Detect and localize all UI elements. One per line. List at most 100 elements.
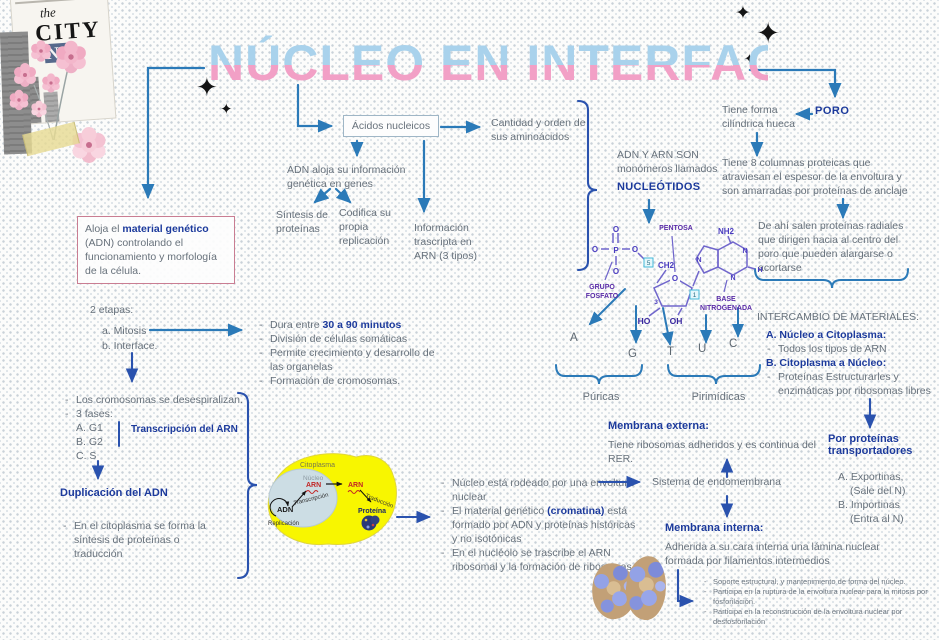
traduccion-item: En el citoplasma se forma la síntesis de… [62,519,224,561]
lamina-item: Participa en la reconstrucción de la env… [703,607,938,627]
nucleotidos-heading: NUCLEÓTIDOS [617,181,701,193]
membrana-interna-text: Adherida a su cara interna una lámina nu… [665,541,880,568]
nucleo-item-text: está formado por ADN y proteínas históri… [452,505,636,546]
atom-n: N [696,257,701,264]
acidos-nucleicos-box: Ácidos nucleicos [343,115,439,137]
cell-nucleo-label: Núcleo [303,475,324,482]
cell-arn-label: ARN [348,482,363,489]
lamina-item: Soporte estructural, y mantenimiento de … [703,577,938,587]
exportinas: A. Exportinas, [838,471,904,483]
nucleotide-structure-diagram: O P O O O CH2 O 3 NH2 N N N H 5 1 HO OH … [586,225,763,326]
duplicacion-heading: Duplicación del ADN [60,487,168,499]
base-letter-u: U [698,343,707,355]
base-letter-a: A [570,332,578,344]
intercambio-b-title: B. Citoplasma a Núcleo: [766,357,887,370]
atom-o: O [632,245,638,254]
flower-icon [20,70,30,80]
atom-n: N [730,275,735,282]
atom-o: O [592,245,598,254]
cell-arn-label: ARN [306,482,321,489]
royal-arrows [91,99,877,608]
atom-oh: OH [670,316,683,326]
genetic-box-bold: material genético [122,223,209,235]
puricas-label: Púricas [582,391,620,403]
transportadores-heading: Por proteínas transportadores [828,433,913,457]
transportadores-list: A. Exportinas, (Sale del N) B. Importina… [838,470,938,526]
atom-o: O [672,274,678,283]
list-item: División de células somáticas [258,332,446,346]
carbon-number-boxes: 5 1 [643,257,700,300]
cell-citoplasma-label: Citoplasma [300,462,335,469]
sparkle-icon: ✦ [744,52,755,65]
base-letter-g: G [628,348,637,360]
poro-radiales-text: De ahí salen proteínas radiales que diri… [758,220,904,275]
grupo-fosfato-label: FOSFATO [586,293,619,300]
base-letter-c: C [729,338,738,350]
nucleo-item-text: El material genético [452,505,548,518]
genetic-material-box: Aloja el material genético (ADN) control… [77,216,235,285]
traduccion-arrow [359,489,372,503]
fase-s: C. S [76,450,97,463]
transcripcion-note: Transcripción del ARN [131,424,238,435]
page-title: NÚCLEO EN INTERFACE [208,32,818,94]
etapa-mitosis: a. Mitosis [102,325,147,337]
proteina-blob [361,515,380,531]
fase-g2: B. G2 [76,436,103,449]
cell-adn-label: ADN [277,505,293,514]
nucleo-item: El material genético (cromatina) está fo… [440,504,636,546]
mitosis-list: Dura entre 30 a 90 minutos División de c… [258,318,446,388]
atom-n: N [742,248,747,255]
replicacion-arrow [269,498,290,517]
interface-fases-block: Los cromosomas se desespiralizan. 3 fase… [64,393,254,463]
etapas-heading: 2 etapas: [90,304,134,316]
endomembrana-text: Sistema de endomembrana [652,476,781,488]
cell-replicacion-label: Replicación [268,521,299,527]
atom-o: O [613,267,619,276]
poro-heading: PORO [815,105,850,117]
atom-ho: HO [638,316,651,326]
nucleotidos-intro: ADN Y ARN SON monómeros llamados [617,148,732,176]
list-item: Permite crecimiento y desarrollo de las … [258,346,446,374]
flower-stems [33,67,69,141]
intercambio-a-title: A. Núcleo a Citoplasma: [766,329,887,341]
sparkle-icon: ✦ [220,101,233,118]
intercambio-list: A. Núcleo a Citoplasma: Todos los tipos … [766,328,936,398]
genetic-box-text: (ADN) controlando el funcionamiento y mo… [85,237,217,278]
adn-info-text: ADN aloja su información genética en gen… [287,164,406,191]
arn-wave [305,490,319,494]
nucleo-shape [268,468,338,528]
membrana-interna-heading: Membrana interna: [665,522,764,534]
nucleo-description-list: Núcleo está rodeado por una envoltura nu… [440,476,636,574]
nucleo-item: Núcleo está rodeado por una envoltura nu… [440,476,636,504]
membrana-externa-text: Tiene ribosomas adheridos y es continua … [608,439,816,466]
transcripcion-arrow [291,490,307,508]
atom-ch2: CH2 [658,261,675,270]
genetic-box-text: Aloja el [85,223,123,235]
sintesis-text: Síntesis de proteínas [276,209,328,236]
codifica-text: Codifica su propia replicación [339,207,391,248]
atom-nh2: NH2 [718,227,735,236]
informacion-text: Información trascripta en ARN (3 tipos) [414,222,478,263]
intro-line: monómeros llamados [617,163,718,176]
flower-icon [47,79,55,87]
sparkle-icon: ✦ [735,3,751,24]
atom-h: H [757,267,762,274]
base-letter-t: T [667,346,675,358]
pentosa-label: PENTOSA [659,225,693,232]
hydroxyl-labels: HO OH [638,316,683,326]
sparkle-icon: ✦ [196,72,218,102]
bonds [601,233,756,317]
sparkle-icon: ✦ [756,18,781,50]
cromatina-bold: (cromatina) [547,505,605,518]
cell-proteina-label: Proteína [358,508,386,515]
list-item-bold: 30 a 90 minutos [322,319,402,331]
carbon-1: 1 [693,292,697,299]
part-labels: PENTOSA GRUPO FOSFATO BASE NITROGENADA [586,225,752,312]
membrana-externa-heading: Membrana externa: [608,420,709,432]
carbon-3: 3 [654,299,658,306]
list-item-text: Dura entre [270,319,323,331]
importinas: B. Importinas [838,499,900,512]
atom-p: P [613,246,619,255]
list-item: Formación de cromosomas. [258,374,446,388]
